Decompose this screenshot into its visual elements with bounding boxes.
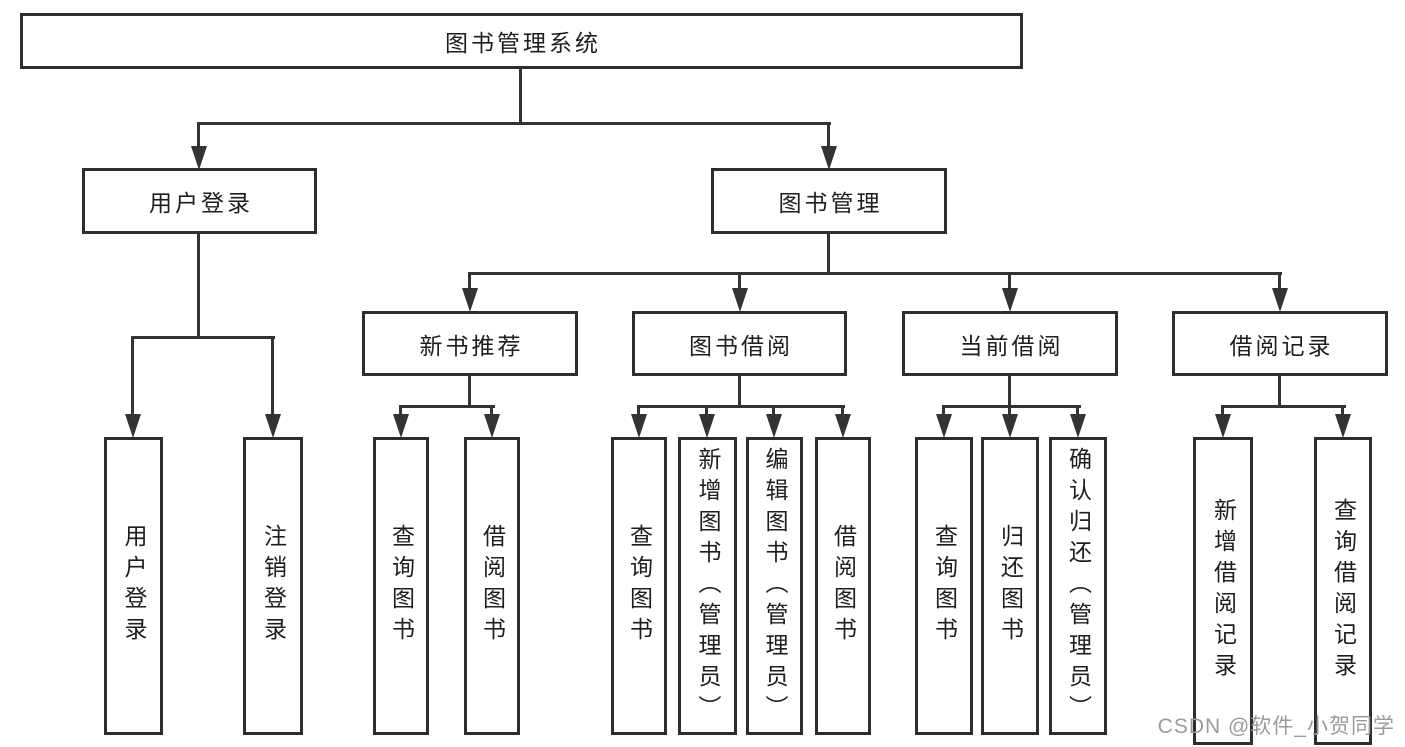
connector-records-stem	[1278, 376, 1281, 408]
arrow-down-icon	[835, 414, 851, 438]
connector-drop-recommend-query	[399, 405, 402, 417]
node-user-login: 用户登录	[82, 168, 317, 234]
connector-drop-logout-leaf	[271, 336, 274, 417]
connector-root-bar	[197, 122, 831, 125]
arrow-down-icon	[1215, 414, 1231, 438]
arrow-down-icon	[393, 414, 409, 438]
leaf-borrow-add-books-admin: 新增图书（管理员）	[678, 437, 737, 735]
leaf-recommend-query-books: 查询图书	[373, 437, 429, 735]
arrow-down-icon	[484, 414, 500, 438]
connector-drop-book-management	[827, 122, 830, 149]
leaf-records-add: 新增借阅记录	[1193, 437, 1253, 745]
arrow-down-icon	[766, 414, 782, 438]
connector-current-stem	[1008, 376, 1011, 408]
connector-drop-borrow-edit	[772, 405, 775, 417]
connector-recommend-stem	[468, 376, 471, 408]
connector-drop-user-login	[197, 122, 200, 149]
connector-root-stem	[519, 68, 522, 125]
arrow-down-icon	[462, 288, 478, 312]
leaf-current-confirm-return-admin: 确认归还（管理员）	[1049, 437, 1107, 735]
arrow-down-icon	[1070, 414, 1086, 438]
connector-book-management-bar	[468, 272, 1282, 275]
connector-drop-current-confirm	[1076, 405, 1079, 417]
connector-current-bar	[942, 405, 1081, 408]
connector-user-login-bar	[131, 336, 275, 339]
leaf-records-query: 查询借阅记录	[1314, 437, 1372, 745]
arrow-down-icon	[1002, 288, 1018, 312]
arrow-down-icon	[1272, 288, 1288, 312]
arrow-down-icon	[1335, 414, 1351, 438]
connector-book-management-stem	[827, 233, 830, 275]
leaf-recommend-borrow-books: 借阅图书	[464, 437, 520, 735]
arrow-down-icon	[125, 414, 141, 438]
connector-user-login-stem	[197, 233, 200, 339]
leaf-current-query-books: 查询图书	[915, 437, 973, 735]
arrow-down-icon	[936, 414, 952, 438]
arrow-down-icon	[191, 146, 207, 170]
node-borrow-records: 借阅记录	[1172, 311, 1388, 376]
arrow-down-icon	[732, 288, 748, 312]
node-new-book-recommend: 新书推荐	[362, 311, 578, 376]
leaf-current-return-books: 归还图书	[981, 437, 1039, 735]
connector-drop-login-leaf	[131, 336, 134, 417]
connector-drop-current-query	[942, 405, 945, 417]
connector-drop-new-book-recommend	[468, 272, 471, 291]
connector-borrow-bar	[637, 405, 845, 408]
leaf-borrow-edit-books-admin: 编辑图书（管理员）	[746, 437, 803, 735]
leaf-user-login: 用户登录	[104, 437, 163, 735]
connector-drop-current-borrow	[1008, 272, 1011, 291]
connector-drop-book-borrow	[738, 272, 741, 291]
connector-records-bar	[1221, 405, 1346, 408]
connector-drop-records-query	[1341, 405, 1344, 417]
connector-recommend-bar	[399, 405, 495, 408]
node-current-borrow: 当前借阅	[902, 311, 1118, 376]
connector-drop-borrow-query	[637, 405, 640, 417]
node-library-management-system: 图书管理系统	[20, 13, 1023, 69]
leaf-borrow-borrow-books: 借阅图书	[815, 437, 871, 735]
connector-borrow-stem	[738, 376, 741, 408]
csdn-watermark: CSDN @软件_小贺同学	[1157, 715, 1395, 738]
node-book-borrow: 图书借阅	[632, 311, 847, 376]
arrow-down-icon	[265, 414, 281, 438]
connector-drop-records-add	[1221, 405, 1224, 417]
connector-drop-current-return	[1008, 405, 1011, 417]
arrow-down-icon	[821, 146, 837, 170]
arrow-down-icon	[699, 414, 715, 438]
leaf-logout: 注销登录	[243, 437, 303, 735]
leaf-borrow-query-books: 查询图书	[611, 437, 667, 735]
arrow-down-icon	[631, 414, 647, 438]
connector-drop-borrow-records	[1278, 272, 1281, 291]
arrow-down-icon	[1002, 414, 1018, 438]
connector-drop-borrow-add	[705, 405, 708, 417]
connector-drop-borrow-borrow	[841, 405, 844, 417]
connector-drop-recommend-borrow	[490, 405, 493, 417]
node-book-management: 图书管理	[711, 168, 947, 234]
